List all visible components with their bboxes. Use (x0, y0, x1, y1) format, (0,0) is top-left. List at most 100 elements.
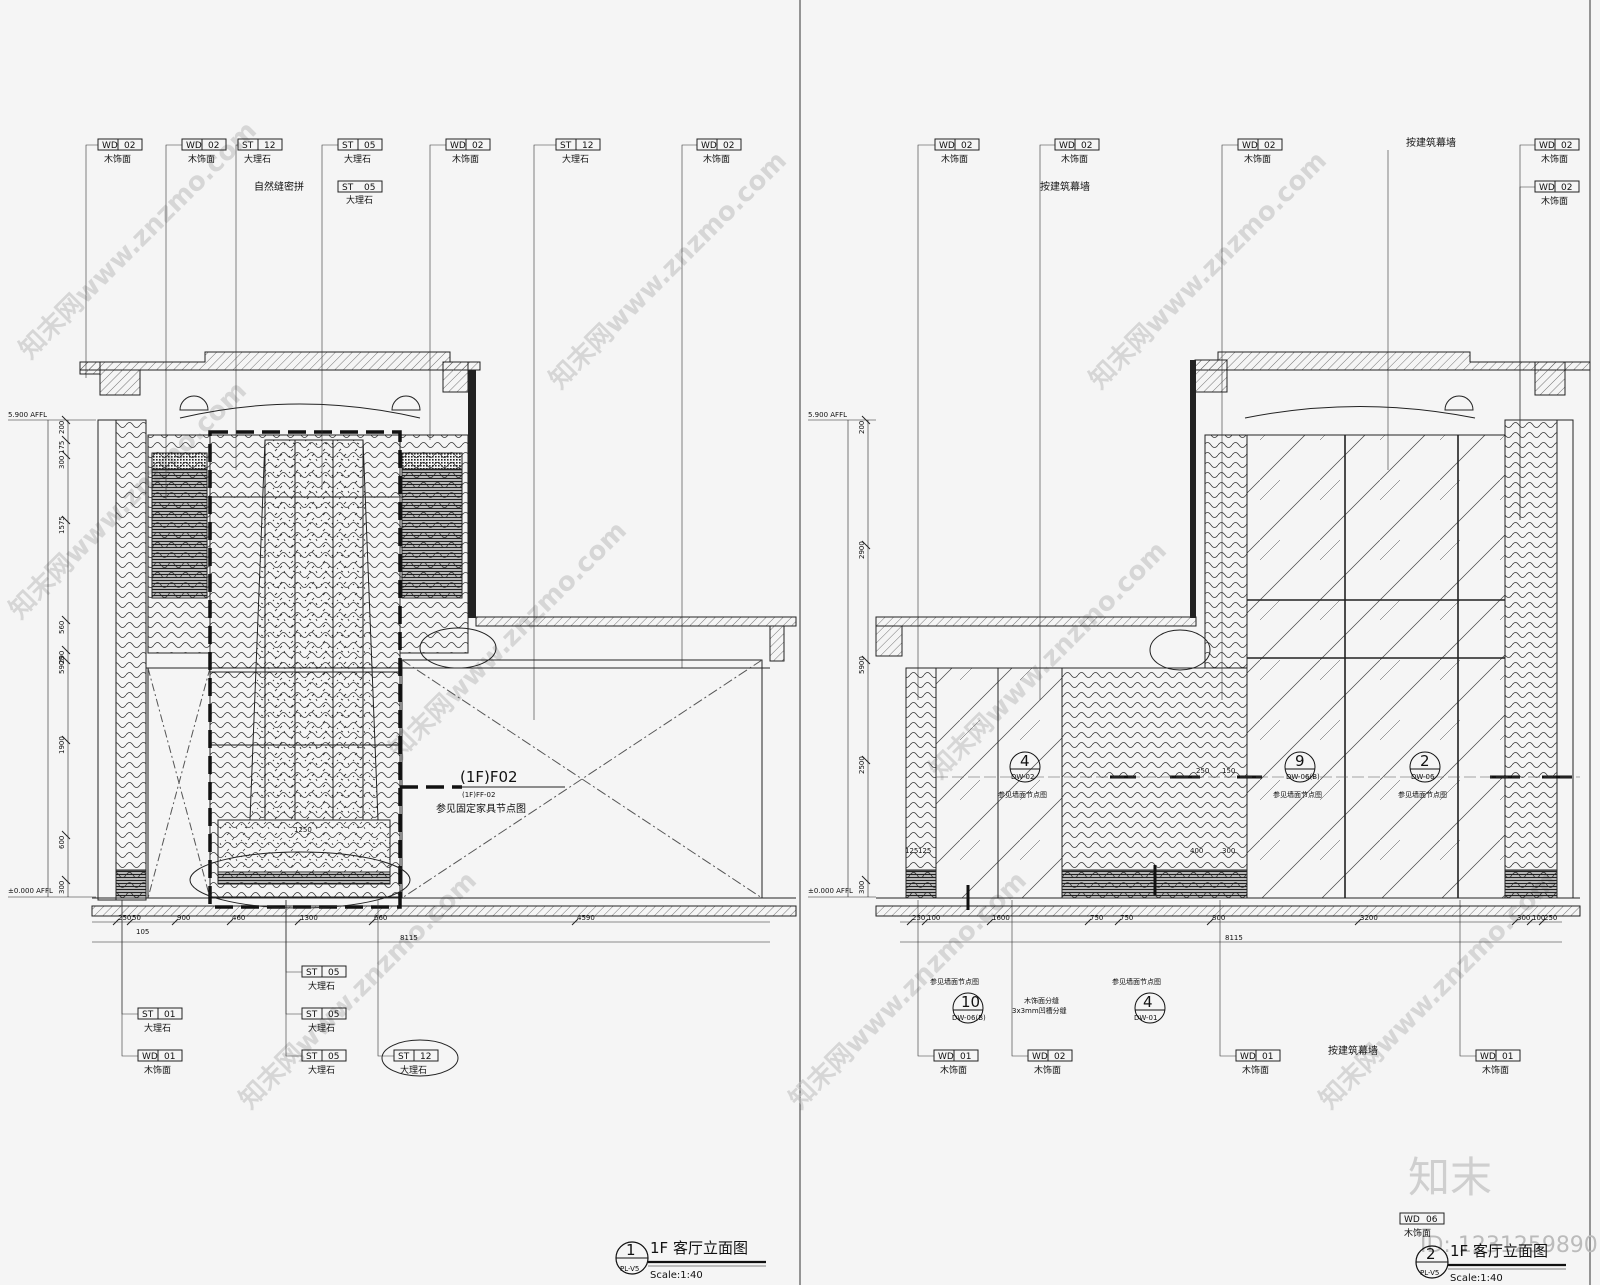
tag-number: 02 (961, 141, 972, 151)
callout-note: 参见墙面节点图 (930, 977, 979, 986)
tag-label: 大理石 (308, 980, 335, 992)
dimension-label: 1600 (992, 914, 1010, 922)
drawing-title-block: 1 PL-V5 1F 客厅立面图 Scale:1:40 (615, 1239, 766, 1281)
callout-number: 4 (1143, 993, 1153, 1011)
tag-number: 01 (164, 1052, 175, 1062)
drawing-ref: PL-V5 (1420, 1269, 1439, 1277)
tag-code: WD (939, 141, 955, 151)
tag-number: 05 (364, 141, 375, 151)
id-text: ID: 1231259890 (1420, 1233, 1598, 1258)
dimension-label: 1575 (58, 516, 66, 534)
tag-label: 木饰面 (941, 153, 968, 165)
tag-number: 05 (328, 1052, 339, 1062)
dimension-label: 290 (58, 651, 66, 664)
total-dimension: 8115 (400, 934, 418, 942)
detail-callout: (1F)F02 (1F)FF-02 参见固定家具节点图 (436, 768, 565, 815)
left-elevation: 5.900 AFFL ±0.000 AFFL 20017530015755602… (8, 138, 797, 1281)
tag-label: 木饰面 (1061, 153, 1088, 165)
tag-code: WD (1242, 141, 1258, 151)
dimension-label: 560 (58, 621, 66, 634)
tag-label: 大理石 (308, 1022, 335, 1034)
dimension-label: 125 (905, 847, 918, 855)
callout-number: 2 (1420, 752, 1430, 770)
tag-number: 02 (723, 141, 734, 151)
right-elevation: 5.900 AFFL ±0.000 AFFL 20029005900250030… (808, 136, 1598, 1284)
tag-number: 02 (124, 141, 135, 151)
level-marker-top: 5.900 AFFL (8, 411, 96, 421)
tag-label: 大理石 (400, 1064, 427, 1076)
tag-number: 05 (364, 183, 375, 193)
dimension-label: 1250 (294, 826, 312, 834)
tag-label: 木饰面 (1541, 195, 1568, 207)
callout-note: 参见固定家具节点图 (436, 802, 526, 815)
tag-code: WD (450, 141, 466, 151)
dimension-label: 2900 (858, 541, 866, 559)
dimension-label: 125 (918, 847, 931, 855)
tag-label: 大理石 (346, 194, 373, 206)
tag-code: ST (342, 183, 354, 193)
dimension-label: 200 (858, 421, 866, 434)
drawing-ref: PL-V5 (620, 1265, 639, 1273)
tag-label: 大理石 (144, 1022, 171, 1034)
tag-code: WD (1059, 141, 1075, 151)
tag-code: WD (1480, 1052, 1496, 1062)
logo-text: 知末 (1408, 1153, 1492, 1202)
level-label: 5.900 AFFL (808, 411, 847, 419)
tag-code: ST (398, 1052, 410, 1062)
material-tag: WD 02 木饰面 (1054, 138, 1100, 165)
dimension-label: 100 (1532, 914, 1545, 922)
dimension-label: 200 (58, 421, 66, 434)
tag-number: 06 (1426, 1215, 1438, 1225)
callout-note: 参见墙面节点图 (1398, 790, 1447, 799)
tag-label: 木饰面 (144, 1064, 171, 1076)
dimension-label: 4590 (577, 914, 595, 922)
tag-label: 大理石 (244, 153, 271, 165)
tag-number: 02 (472, 141, 483, 151)
tag-code: WD (142, 1052, 158, 1062)
tag-code: WD (701, 141, 717, 151)
callout-ref: DW-06 (1411, 773, 1435, 781)
tag-number: 01 (1262, 1052, 1273, 1062)
drawing-title-block: 2 PL-V5 1F 客厅立面图 Scale:1:40 (1415, 1242, 1566, 1284)
level-label: 5.900 AFFL (8, 411, 47, 419)
dimension-label: 100 (927, 914, 940, 922)
dimension-label: 105 (136, 928, 149, 936)
dimension-label: 2500 (858, 756, 866, 774)
tag-number: 01 (1502, 1052, 1513, 1062)
callout-note: 参见墙面节点图 (1273, 790, 1322, 799)
tag-number: 01 (164, 1010, 175, 1020)
callout-ref: DW-02 (1011, 773, 1034, 781)
tag-code: WD (1240, 1052, 1256, 1062)
tag-label: 木饰面 (940, 1064, 967, 1076)
tag-number: 05 (328, 1010, 339, 1020)
callout-note: 参见墙面节点图 (998, 790, 1047, 799)
dimension-label: 250 (1196, 767, 1209, 775)
tag-code: WD (1404, 1215, 1420, 1225)
watermark: 知末网www.znzmo.com (14, 116, 263, 365)
dimension-label: 250 (1544, 914, 1557, 922)
tag-number: 02 (1081, 141, 1092, 151)
watermark: 知末网www.znzmo.com (784, 866, 1033, 1115)
dimension-label: 300 (1517, 914, 1530, 922)
drawing-title: 1F 客厅立面图 (1450, 1242, 1548, 1260)
callout-main: (1F)F02 (460, 768, 518, 786)
dimension-label: 1300 (300, 914, 318, 922)
callout-ref: DW-01 (1134, 1014, 1157, 1022)
